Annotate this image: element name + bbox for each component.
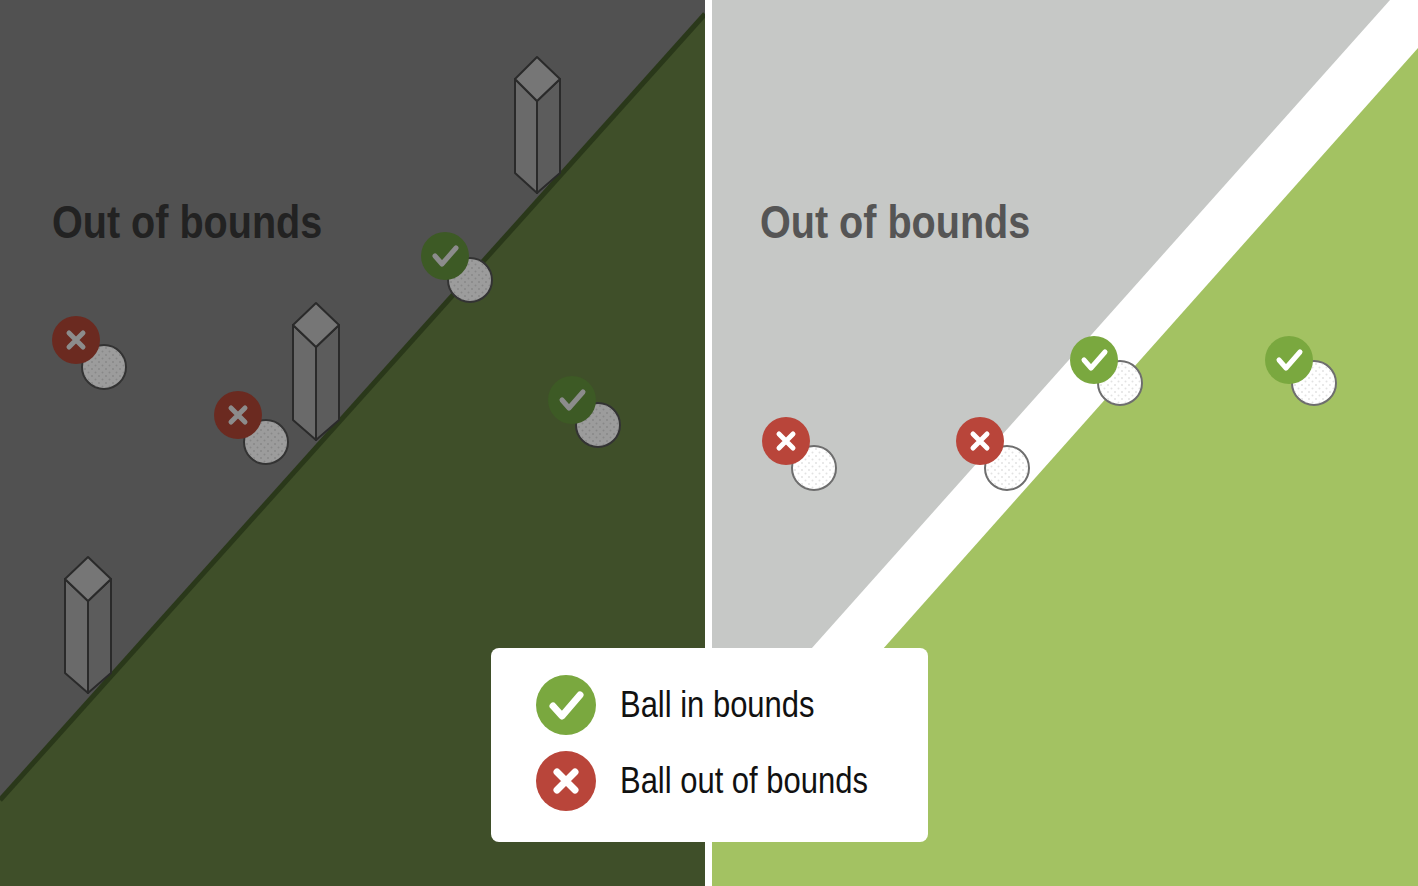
legend-symbol [557, 772, 575, 790]
legend-swatch [536, 675, 596, 735]
legend-text: Ball out of bounds [620, 763, 868, 799]
legend-swatch [536, 751, 596, 811]
legend-row: Ball in bounds [491, 673, 928, 737]
legend-panel: Ball in boundsBall out of bounds [491, 648, 928, 842]
legend-text: Ball in bounds [620, 687, 815, 723]
region-label: Out of bounds [760, 199, 1030, 245]
legend-swatch-icon [534, 673, 598, 737]
boundary-stakes [65, 57, 560, 693]
legend-symbol [553, 695, 580, 716]
region-label: Out of bounds [52, 199, 322, 245]
status-badges-dimmed [52, 232, 596, 439]
status-badges [762, 336, 1313, 465]
golf-balls [792, 361, 1336, 490]
legend-swatch-icon [534, 749, 598, 813]
legend-row: Ball out of bounds [491, 749, 928, 813]
golf-balls-dimmed [82, 258, 620, 464]
